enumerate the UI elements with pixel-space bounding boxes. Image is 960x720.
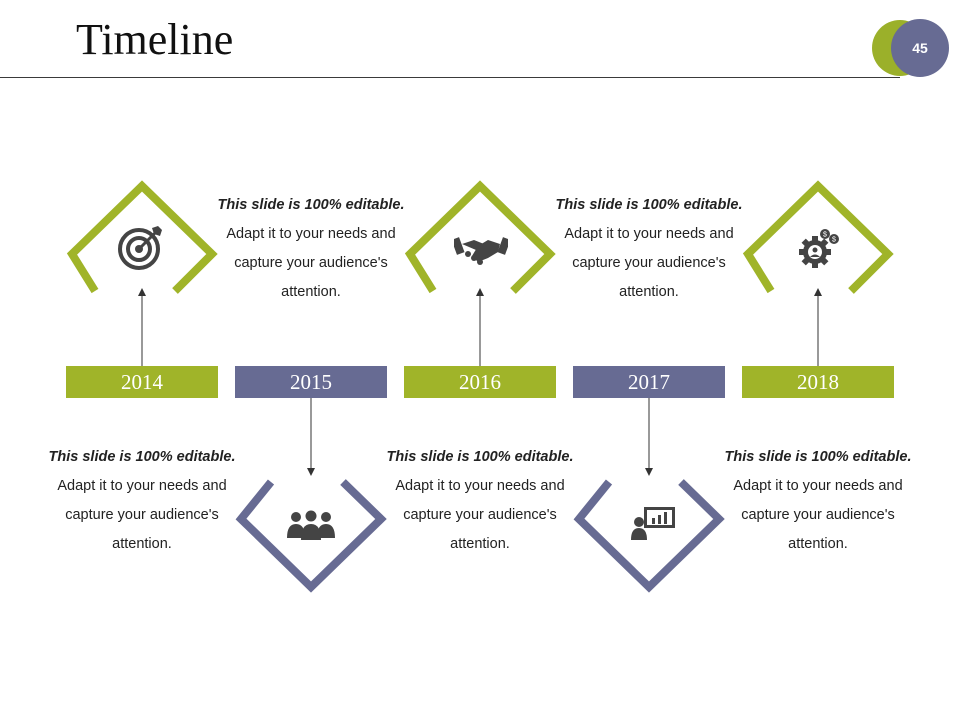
description-lead: This slide is 100% editable. xyxy=(724,449,912,465)
year-bar-2017: 2017 xyxy=(573,366,725,398)
description-body: Adapt it to your needs and capture your … xyxy=(395,478,565,552)
description-body: Adapt it to your needs and capture your … xyxy=(57,478,227,552)
diamond-frame-2015 xyxy=(235,479,387,593)
title-divider xyxy=(0,77,900,78)
description-2014: This slide is 100% editable. Adapt it to… xyxy=(47,443,237,559)
year-bar-2015: 2015 xyxy=(235,366,387,398)
gear-money-icon: $ $ xyxy=(799,229,839,268)
page-number-badge: 45 xyxy=(891,19,949,77)
year-bar-2018: 2018 xyxy=(742,366,894,398)
description-lead: This slide is 100% editable. xyxy=(48,449,236,465)
description-lead: This slide is 100% editable. xyxy=(386,449,574,465)
svg-text:$: $ xyxy=(832,237,836,244)
diamond-frame-2014 xyxy=(66,180,218,294)
slide-title: Timeline xyxy=(76,15,234,64)
description-2016: This slide is 100% editable. Adapt it to… xyxy=(385,443,575,559)
svg-text:$: $ xyxy=(823,232,827,239)
description-body: Adapt it to your needs and capture your … xyxy=(226,226,396,300)
description-body: Adapt it to your needs and capture your … xyxy=(733,478,903,552)
year-bar-2014: 2014 xyxy=(66,366,218,398)
description-2017: This slide is 100% editable. Adapt it to… xyxy=(554,191,744,307)
description-2018: This slide is 100% editable. Adapt it to… xyxy=(723,443,913,559)
presentation-icon xyxy=(631,507,675,540)
team-icon xyxy=(287,510,335,540)
description-body: Adapt it to your needs and capture your … xyxy=(564,226,734,300)
diamond-frame-2017 xyxy=(573,479,725,593)
diamond-frame-2018 xyxy=(742,180,894,294)
target-icon xyxy=(118,226,162,270)
diamond-frame-2016 xyxy=(404,180,556,294)
description-lead: This slide is 100% editable. xyxy=(555,197,743,213)
handshake-icon xyxy=(454,237,508,265)
year-bar-2016: 2016 xyxy=(404,366,556,398)
description-lead: This slide is 100% editable. xyxy=(217,197,405,213)
description-2015: This slide is 100% editable. Adapt it to… xyxy=(216,191,406,307)
